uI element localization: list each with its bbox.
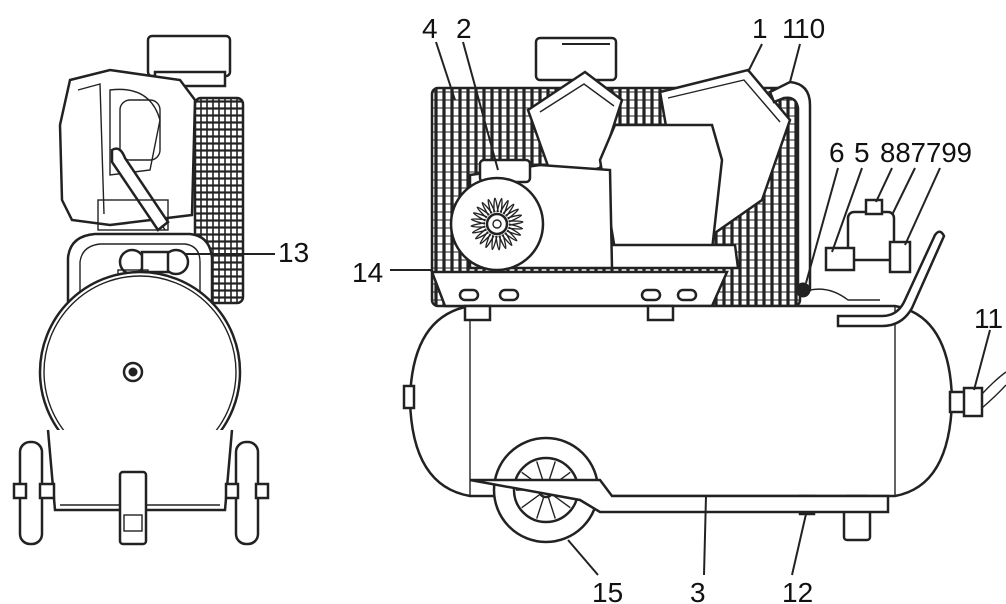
callout-14: 14	[352, 257, 383, 288]
side-view-motor-fan-blades	[470, 197, 524, 251]
side-view-safety-valve	[795, 282, 811, 298]
end-view	[12, 34, 275, 546]
callout-887799: 887799	[880, 137, 972, 168]
leader-1	[747, 43, 763, 73]
leader-12	[791, 513, 807, 576]
side-view-handle	[836, 230, 946, 328]
callout-1: 1	[752, 13, 768, 44]
side-view-crankcase	[598, 123, 724, 252]
leader-5	[831, 167, 863, 253]
callout-4: 4	[422, 13, 438, 44]
callout-10: 10	[794, 13, 825, 44]
leader-8877-c	[904, 167, 941, 246]
leader-4	[435, 41, 456, 101]
side-view	[390, 36, 1006, 576]
callout-2: 2	[456, 13, 472, 44]
callout-11: 11	[974, 303, 1003, 334]
wheel-spoke	[547, 497, 556, 519]
leader-2	[462, 41, 499, 171]
side-view-tank	[408, 304, 954, 498]
leader-15	[567, 539, 599, 576]
callout-6: 6	[829, 137, 845, 168]
side-view-chassis	[469, 478, 890, 514]
wheel-spoke	[552, 494, 571, 509]
wheel-spoke	[536, 497, 545, 519]
end-view-wheel-right	[234, 440, 260, 546]
end-view-air-filter	[146, 34, 232, 78]
callout-13: 13	[278, 237, 309, 268]
callout-12: 12	[782, 577, 813, 604]
callout-5: 5	[854, 137, 870, 168]
fan-blade	[508, 220, 524, 226]
leader-8877-a	[875, 167, 893, 203]
leader-11	[973, 329, 991, 391]
callout-3: 3	[690, 577, 706, 604]
leader-6	[805, 167, 839, 284]
leader-8877-b	[891, 167, 916, 216]
end-view-pump	[58, 68, 197, 227]
wheel-spoke	[521, 494, 540, 509]
leader-10	[789, 43, 801, 83]
leader-3	[703, 495, 707, 576]
callout-15: 15	[592, 577, 623, 604]
callout-1b: 1	[782, 13, 798, 44]
